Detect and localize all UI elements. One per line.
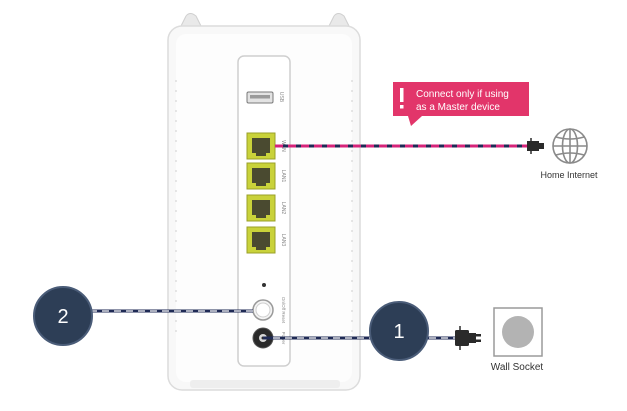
status-led <box>262 283 266 287</box>
lan1-port[interactable] <box>246 162 276 190</box>
master-device-callout: Connect only if using as a Master device <box>393 82 529 126</box>
lan2-port[interactable] <box>246 194 276 222</box>
globe-icon <box>552 128 588 164</box>
usb-port-label: USB <box>278 92 284 103</box>
ethernet-plug-icon <box>527 138 544 154</box>
on-off-reset-label: On/Off Reset <box>281 297 286 324</box>
wall-socket: Wall Socket <box>455 307 544 373</box>
callout-line-2: as a Master device <box>416 102 500 113</box>
callout-line-1: Connect only if using <box>416 89 509 100</box>
power-socket-icon <box>493 307 543 357</box>
exclamation-icon <box>400 88 404 109</box>
lan1-port-label: LAN1 <box>280 170 286 183</box>
home-internet: Home Internet <box>527 128 598 180</box>
wall-socket-label: Wall Socket <box>491 362 544 373</box>
router-foot <box>190 380 340 388</box>
power-plug-icon <box>455 326 481 350</box>
step-badge-1: 1 <box>369 301 429 361</box>
usb-port[interactable] <box>246 91 274 104</box>
home-internet-label: Home Internet <box>540 170 598 180</box>
step-number-1: 1 <box>393 321 404 343</box>
lan2-port-label: LAN2 <box>280 202 286 215</box>
lan3-port[interactable] <box>246 226 276 254</box>
step-badge-2: 2 <box>33 286 93 346</box>
router: USB WAN LAN1 LAN2 LAN3 <box>167 13 361 391</box>
wan-port[interactable] <box>246 132 276 160</box>
lan3-port-label: LAN3 <box>280 234 286 247</box>
on-off-reset-button[interactable] <box>252 299 274 321</box>
step-number-2: 2 <box>57 306 68 328</box>
